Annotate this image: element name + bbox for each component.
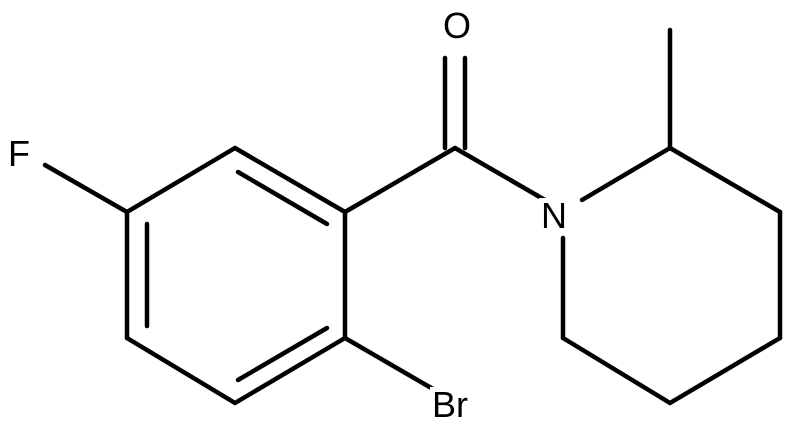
- bond-carbonyl-to-nitrogen: [452, 145, 548, 203]
- bond-ring-c3-c4: [232, 335, 348, 406]
- bond-ring-to-fluorine: [42, 162, 130, 215]
- nitrogen-label: N: [539, 195, 569, 236]
- bond-ring-inner-1: [235, 169, 330, 227]
- bond-ring-to-carbonyl: [342, 145, 458, 215]
- bromine-label: Br: [430, 384, 470, 425]
- bond-c2-to-c3: [667, 145, 783, 215]
- bond-c4-to-c5: [667, 335, 783, 406]
- oxygen-label: O: [441, 5, 474, 46]
- bond-n-to-c2: [579, 145, 673, 203]
- bond-ring-inner-2: [235, 325, 330, 383]
- fluorine-label: F: [6, 133, 32, 174]
- bond-ring-c4-c5: [124, 335, 238, 406]
- bond-ring-c1-c2: [232, 145, 348, 215]
- bond-ring-to-bromine: [342, 335, 436, 392]
- bond-c5-to-c6: [560, 335, 673, 406]
- bond-ring-c6-c1: [124, 145, 238, 215]
